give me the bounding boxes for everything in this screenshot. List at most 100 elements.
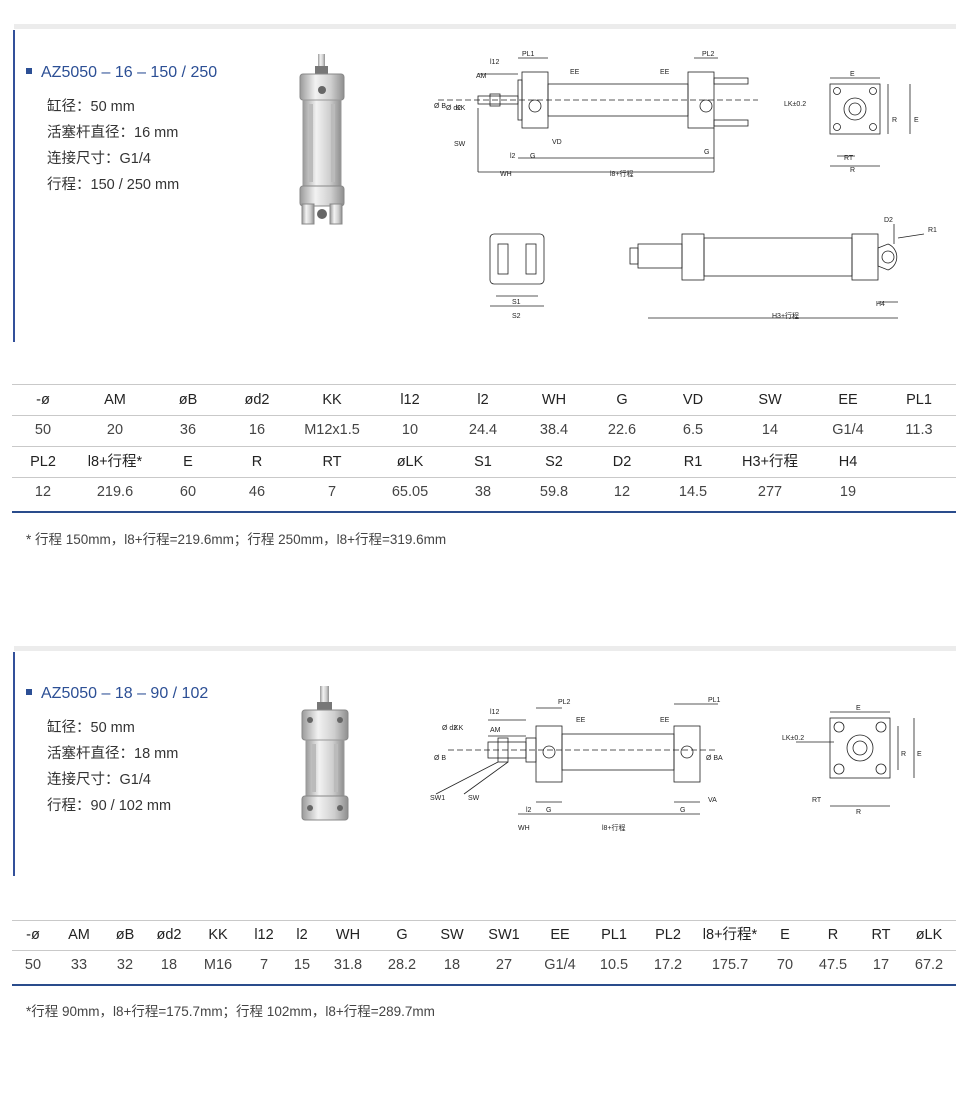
th-l12: l12 — [400, 392, 420, 408]
spec-port: 连接尺寸：G1/4 — [47, 151, 151, 167]
td-l2: 15 — [293, 957, 311, 973]
label-ee2: EE — [660, 69, 670, 76]
td-s2: 59.8 — [539, 484, 569, 500]
label-sw1: SW1 — [430, 795, 445, 802]
td-pl2: 17.2 — [653, 957, 683, 973]
td-am: 33 — [70, 957, 88, 973]
label-g1: G — [530, 153, 535, 160]
section2-dimension-drawing: Ø d2 KK l12 AM PL2 EE EE PL1 Ø B Ø BA SW… — [418, 690, 958, 840]
section2-top-bar — [14, 646, 956, 651]
td-l12: 7 — [259, 957, 269, 973]
label-l12: l12 — [490, 709, 499, 716]
section1-value-row-2: 12 219.6 60 46 7 65.05 38 59.8 12 14.5 2… — [12, 477, 956, 507]
td-l8: 219.6 — [96, 484, 134, 500]
section2-table-top-rule — [12, 920, 956, 921]
label-g2: G — [704, 149, 709, 156]
label-d2: Ø d2 — [446, 105, 461, 112]
label-l12: l12 — [490, 59, 499, 66]
td-l8: 175.7 — [711, 957, 749, 973]
label-l2: l2 — [510, 153, 516, 160]
section2-table-bottom-rule — [12, 984, 956, 986]
label-h4: H4 — [876, 301, 885, 308]
label-pl1: PL1 — [522, 51, 535, 58]
section1-top-bar — [14, 24, 956, 29]
th-wh: WH — [335, 927, 361, 943]
label-pl2: PL2 — [702, 51, 715, 58]
label-pl2: PL2 — [558, 699, 571, 706]
th-ee: EE — [550, 927, 570, 943]
th-l2: l2 — [296, 927, 308, 943]
td-h3: 277 — [757, 484, 783, 500]
label-b: Ø B — [434, 755, 446, 762]
td-wh: 31.8 — [333, 957, 363, 973]
td-pl1: 10.5 — [599, 957, 629, 973]
label-r-right: R — [892, 117, 897, 124]
td-e: 70 — [776, 957, 794, 973]
th-d2b: D2 — [612, 454, 632, 470]
td-h4: 19 — [839, 484, 857, 500]
label-r1: R1 — [928, 227, 937, 234]
label-kk: KK — [456, 105, 466, 112]
th-r: R — [827, 927, 839, 943]
section1-specs: 缸径：50 mm 活塞杆直径：16 mm 连接尺寸：G1/4 行程：150 / … — [47, 94, 179, 198]
td-pl2: 12 — [34, 484, 52, 500]
td-d2: 16 — [248, 422, 266, 438]
th-h3: H3+行程 — [741, 454, 799, 470]
td-r: 47.5 — [818, 957, 848, 973]
label-s1: S1 — [512, 299, 521, 306]
th-b: øB — [115, 927, 135, 943]
th-pl1: PL1 — [906, 392, 932, 408]
td-sw: 18 — [443, 957, 461, 973]
label-ba: Ø BA — [706, 755, 723, 762]
th-l8: l8+行程* — [87, 454, 143, 470]
label-kk: KK — [454, 725, 464, 732]
spec-port: 连接尺寸：G1/4 — [47, 772, 151, 788]
th-d2: ød2 — [244, 392, 270, 408]
td-ee: G1/4 — [544, 957, 576, 973]
td-am: 20 — [106, 422, 124, 438]
label-vd: VD — [552, 139, 562, 146]
th-bore: -ø — [36, 392, 50, 408]
th-pl2: PL2 — [655, 927, 681, 943]
label-b: Ø B — [434, 103, 446, 110]
td-g: 22.6 — [607, 422, 637, 438]
section2-specs: 缸径：50 mm 活塞杆直径：18 mm 连接尺寸：G1/4 行程：90 / 1… — [47, 715, 178, 819]
label-d2: Ø d2 — [442, 725, 457, 732]
td-pl1: 11.3 — [905, 422, 933, 438]
th-vd: VD — [682, 392, 704, 408]
td-s1: 38 — [474, 484, 492, 500]
th-sw1: SW1 — [488, 927, 520, 943]
th-l8: l8+行程* — [702, 927, 758, 943]
section2-cylinder-photo — [296, 684, 356, 824]
th-lk: øLK — [396, 454, 424, 470]
label-l2: l2 — [526, 807, 532, 814]
td-lk: 65.05 — [391, 484, 429, 500]
bullet-square-icon — [26, 67, 32, 74]
label-r-right: R — [901, 751, 906, 758]
td-kk: M16 — [203, 957, 233, 973]
th-am: AM — [68, 927, 90, 943]
td-wh: 38.4 — [539, 422, 569, 438]
section2-title-text: AZ5050 – 18 – 90 / 102 — [41, 685, 209, 702]
th-kk: KK — [208, 927, 228, 943]
th-s2: S2 — [545, 454, 563, 470]
section2-rule-1 — [12, 950, 956, 951]
label-va: VA — [708, 797, 717, 804]
td-l12: 10 — [401, 422, 419, 438]
label-r-bottom: R — [856, 809, 861, 816]
section2-header-row: -ø AM øB ød2 KK l12 l2 WH G SW SW1 EE PL… — [12, 920, 956, 950]
section1-header-row-1: -ø AM øB ød2 KK l12 l2 WH G VD SW EE PL1 — [12, 385, 956, 415]
td-e: 60 — [179, 484, 197, 500]
bullet-square-icon — [26, 688, 32, 695]
th-sw: SW — [758, 392, 782, 408]
td-r1: 14.5 — [678, 484, 708, 500]
th-r1: R1 — [683, 454, 703, 470]
th-rt: RT — [322, 454, 342, 470]
section1-dimension-drawing: l12 AM PL1 PL2 EE EE Ø B Ø d2 KK SW VD l… — [418, 48, 958, 328]
label-e-top: E — [850, 71, 855, 78]
label-lk: LK±0.2 — [782, 735, 804, 742]
label-e-right: E — [917, 751, 922, 758]
label-sw: SW — [468, 795, 480, 802]
td-b: 32 — [116, 957, 134, 973]
spec-stroke: 行程：150 / 250 mm — [47, 177, 180, 193]
